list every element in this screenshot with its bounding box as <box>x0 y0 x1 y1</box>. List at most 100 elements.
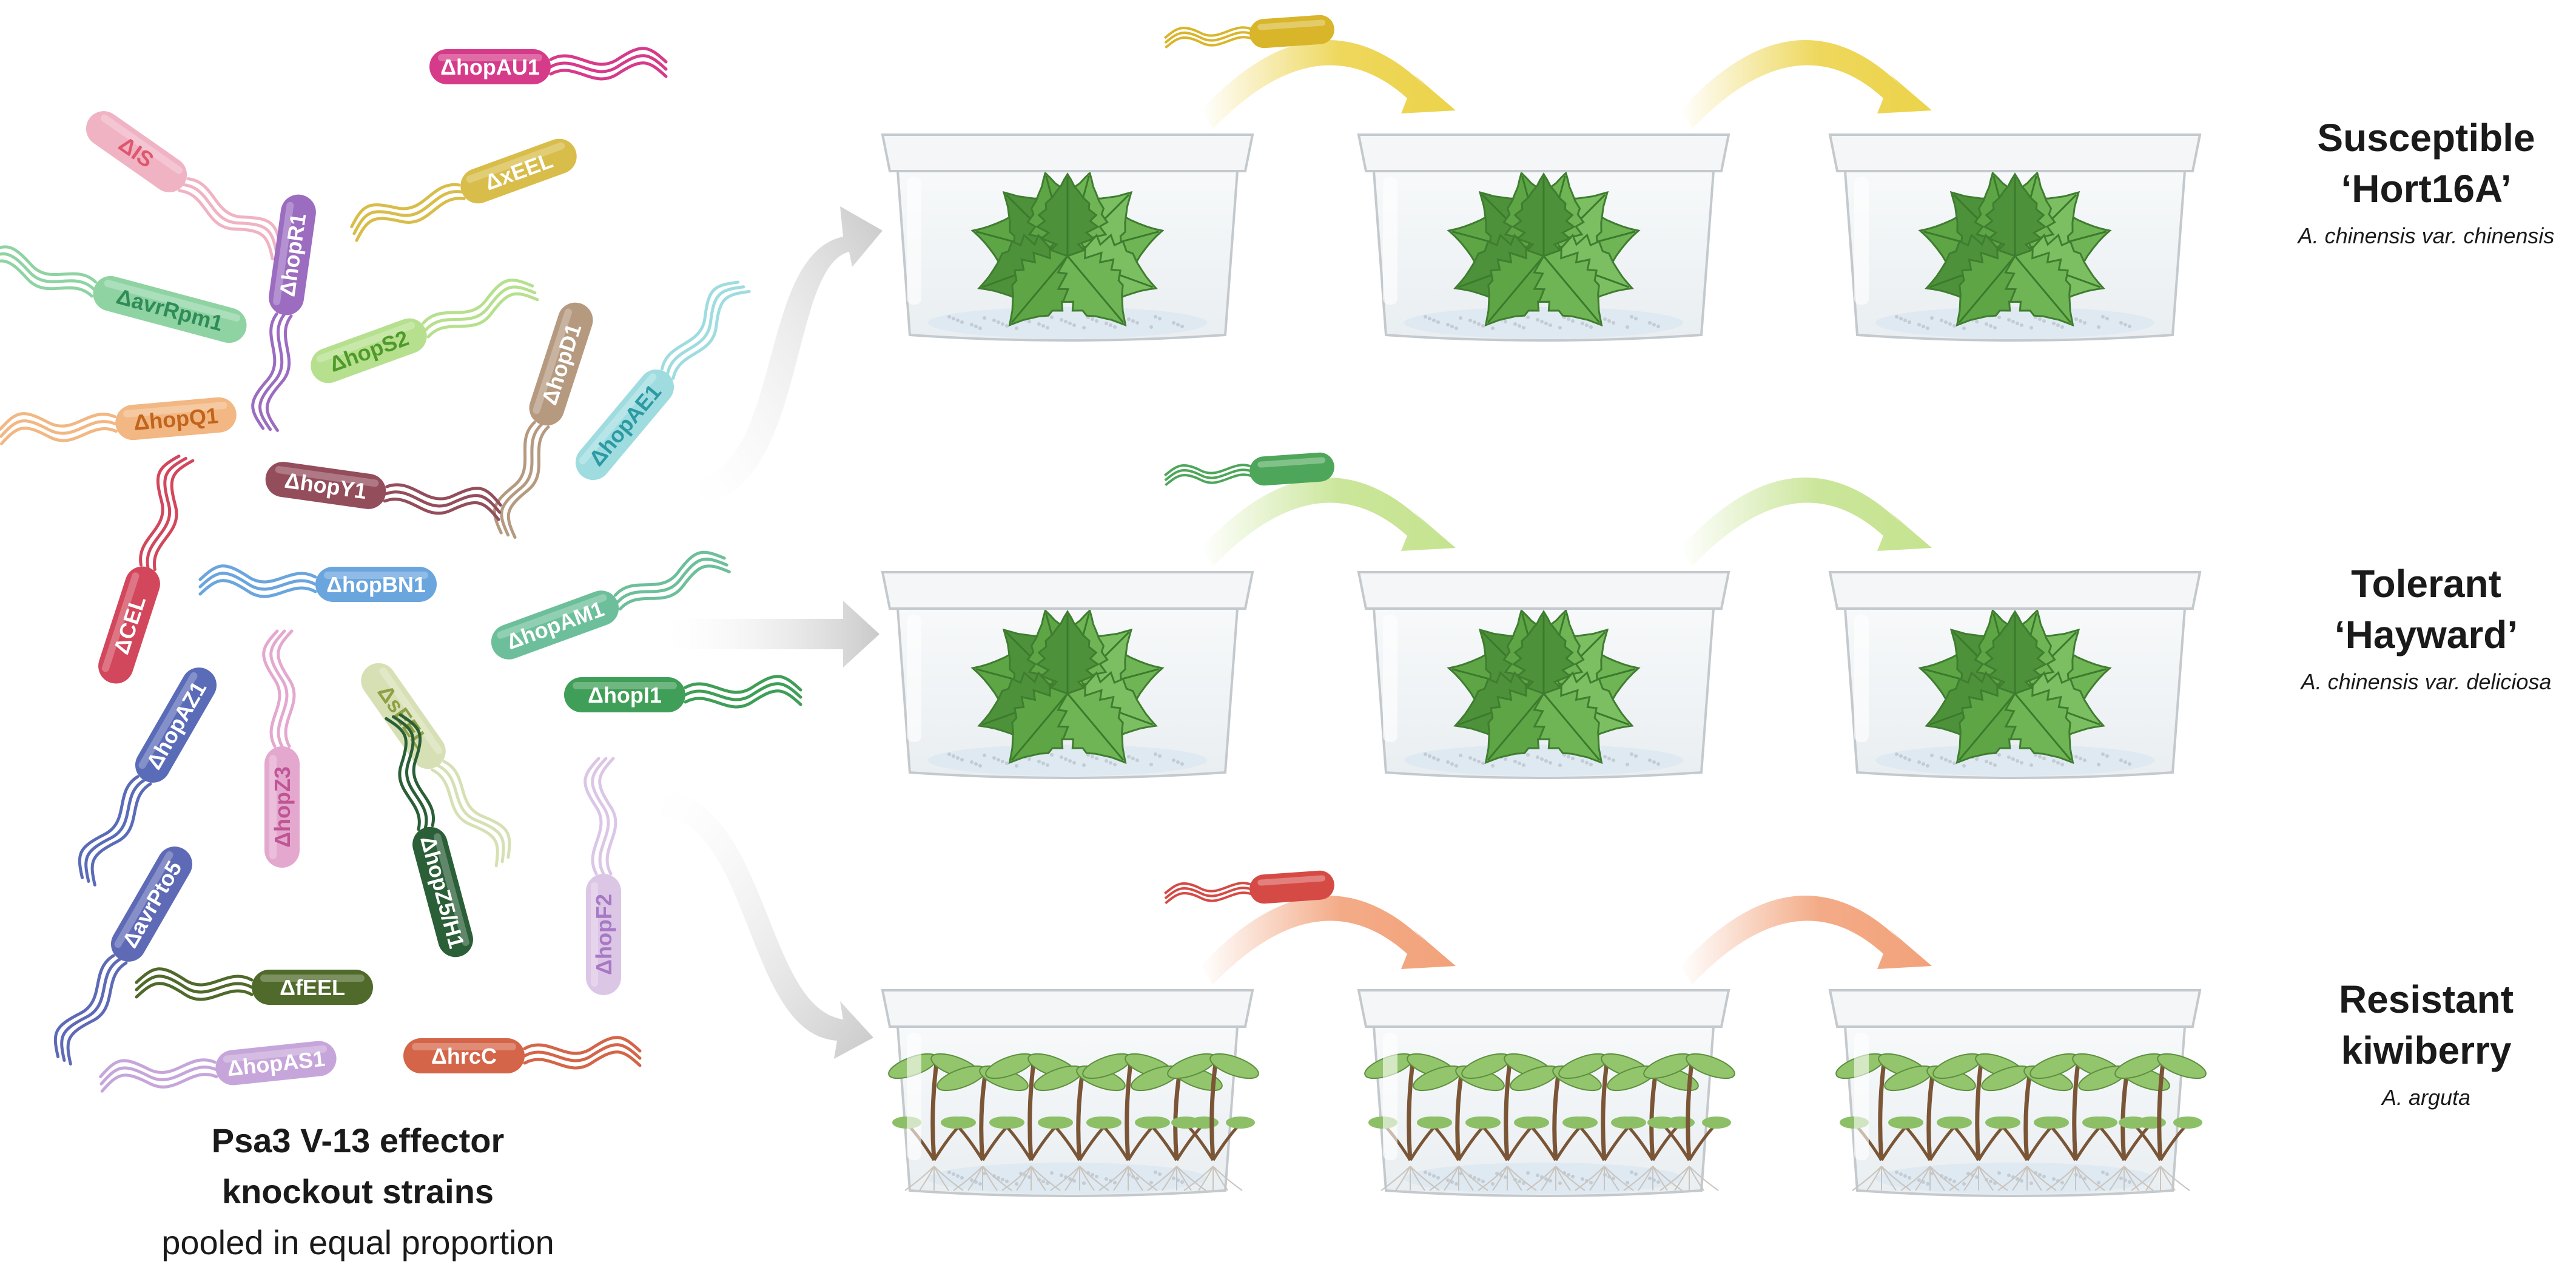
soil-grain <box>947 752 951 756</box>
soil-grain <box>1060 318 1063 322</box>
soil-grain <box>1446 760 1450 764</box>
soil-grain <box>1607 757 1611 760</box>
soil-grain <box>1424 315 1427 319</box>
strain-label: ΔhopI1 <box>588 683 662 708</box>
row-species: A. chinensis var. chinensis <box>2159 218 2576 254</box>
soil-grain <box>1903 756 1907 760</box>
soil-grain <box>2038 317 2042 321</box>
soil-grain <box>1544 759 1548 763</box>
soil-grain <box>1072 761 1076 765</box>
row-label-tolerant: Tolerant ‘Hayward’ A. chinensis var. del… <box>2159 558 2576 700</box>
seedling-leaf <box>1937 1116 1966 1129</box>
seedling-leaf <box>1985 1116 2014 1129</box>
transfer-arrow <box>1680 40 1932 129</box>
gray-arrow-middle <box>667 601 879 667</box>
soil-grain <box>1176 323 1180 326</box>
seedling-leaf <box>1226 1116 1255 1129</box>
soil-grain <box>970 323 974 326</box>
bacterium-strain: ΔhopY1 <box>263 459 502 527</box>
seedling-leaf <box>1086 1116 1115 1129</box>
inoculation-arrows <box>661 206 883 1059</box>
soil-grain <box>1962 326 1966 330</box>
soil-grain <box>1113 763 1117 766</box>
soil-grain <box>1154 752 1157 756</box>
soil-grain <box>2101 1170 2105 1174</box>
soil-grain <box>1962 1182 1966 1186</box>
row-species: A. chinensis var. deliciosa <box>2159 664 2576 700</box>
soil-grain <box>1652 760 1656 764</box>
soil-grain <box>1027 320 1031 323</box>
soil-grain <box>1895 752 1898 756</box>
soil-grain <box>1630 1170 1633 1174</box>
seedling-leaf <box>1171 1116 1200 1129</box>
soil-grain <box>1585 323 1589 327</box>
soil-grain <box>978 326 982 330</box>
flagellum <box>420 273 534 328</box>
seedling-leaf <box>1417 1116 1446 1129</box>
soil-grain <box>997 320 1000 324</box>
soil-grain <box>2052 1177 2056 1181</box>
soil-grain <box>1989 762 1993 765</box>
soil-grain <box>2030 1181 2033 1185</box>
bacterium-strain: ΔhopAU1 <box>429 49 666 84</box>
soil-grain <box>1630 315 1633 319</box>
bacterium-strain: ΔIS <box>79 104 289 266</box>
soil-grain <box>1005 324 1009 328</box>
row-label-susceptible: Susceptible ‘Hort16A’ A. chinensis var. … <box>2159 112 2576 254</box>
caption-line-3: pooled in equal proportion <box>36 1217 679 1268</box>
strain-label: ΔhopZ5/H1 <box>415 833 469 951</box>
pot-reflection <box>1854 1033 1869 1160</box>
plant-row-2 <box>883 870 2209 1196</box>
pot <box>883 135 1253 346</box>
soil-grain <box>1068 322 1072 325</box>
bacterium-strain: ΔhopI1 <box>564 677 801 712</box>
transfer-arrow <box>1680 478 1932 566</box>
soil-grain <box>1041 1180 1045 1183</box>
soil-grain <box>1064 320 1068 323</box>
soil-grain <box>1113 1181 1117 1184</box>
soil-grain <box>1005 1180 1009 1183</box>
soil-grain <box>1536 318 1539 322</box>
soil-grain <box>2119 758 2123 762</box>
soil-grain <box>1940 756 1943 760</box>
soil-grain <box>1962 764 1966 768</box>
row-cultivar: ‘Hayward’ <box>2159 609 2576 660</box>
soil-grain <box>1180 762 1184 766</box>
soil-grain <box>1041 324 1045 328</box>
soil-grain <box>1095 319 1098 323</box>
soil-grain <box>1648 1177 1652 1180</box>
pot-rim <box>883 572 1253 609</box>
soil-grain <box>2079 319 2082 323</box>
soil-grain <box>2020 323 2023 327</box>
soil-grain <box>1459 754 1462 757</box>
pot-rim <box>883 135 1253 171</box>
strain-label: ΔfEEL <box>280 975 345 1000</box>
bacterium-strain: ΔhopD1 <box>488 298 597 540</box>
soil-grain <box>2056 323 2060 327</box>
soil-grain <box>1571 757 1575 760</box>
bacterium-strain: ΔhopR1 <box>250 192 318 431</box>
soil-grain <box>1172 1177 1175 1180</box>
soil-grain <box>956 1174 960 1178</box>
strain-label: ΔhopAU1 <box>440 55 540 79</box>
soil-grain <box>1917 323 1921 326</box>
soil-grain <box>1526 316 1530 319</box>
soil-grain <box>1656 1180 1660 1184</box>
soil-grain <box>1634 317 1638 320</box>
soil-grain <box>2042 1175 2046 1178</box>
soil-grain <box>1922 762 1925 766</box>
soil-grain <box>1005 762 1009 765</box>
bacterium-strain: ΔhopAE1 <box>568 274 755 487</box>
soil-grain <box>2074 755 2078 758</box>
soil-grain <box>978 764 982 768</box>
soil-grain <box>1656 325 1660 328</box>
soil-grain <box>1149 763 1153 766</box>
strain-label: ΔhopF2 <box>591 894 616 975</box>
soil-grain <box>1989 1180 1993 1183</box>
soil-grain <box>1158 317 1162 320</box>
pot <box>1830 135 2200 346</box>
soil-grain <box>1001 760 1004 763</box>
soil-grain <box>1491 1182 1495 1186</box>
pot-reflection <box>907 1033 921 1160</box>
soil-grain <box>1127 755 1131 758</box>
